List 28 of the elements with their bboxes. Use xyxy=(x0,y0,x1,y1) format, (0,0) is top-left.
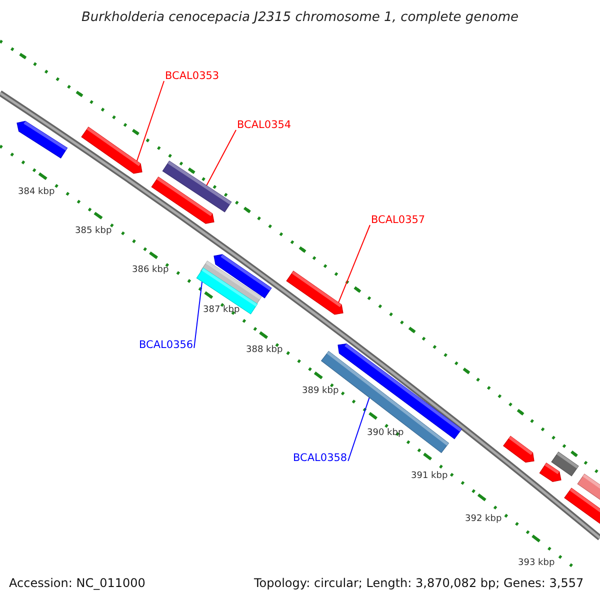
gene-label: BCAL0356 xyxy=(139,339,194,351)
scale-label: 392 kbp xyxy=(465,514,502,524)
footer-text: Accession: NC_011000 xyxy=(9,576,146,590)
scale-label: 390 kbp xyxy=(367,428,404,438)
leader-line xyxy=(348,397,370,462)
scale-label: 389 kbp xyxy=(302,386,339,396)
scale-label: 391 kbp xyxy=(411,471,448,481)
leader-line xyxy=(338,224,370,304)
scale-label: 385 kbp xyxy=(75,226,112,236)
gene-label: BCAL0354 xyxy=(237,119,292,131)
leader-line xyxy=(206,130,236,186)
gene-feature xyxy=(81,126,142,174)
gene-label: BCAL0353 xyxy=(165,70,220,82)
scale-label: 387 kbp xyxy=(203,305,240,315)
gene-feature xyxy=(162,160,232,212)
gene-feature xyxy=(320,350,450,454)
scale-label: 393 kbp xyxy=(518,558,555,568)
leader-line xyxy=(194,281,203,348)
gene-feature xyxy=(286,270,344,315)
scale-label: 388 kbp xyxy=(246,345,283,355)
leader-line xyxy=(136,80,164,162)
gene-feature xyxy=(196,268,258,314)
scale-label: 384 kbp xyxy=(18,187,55,197)
gene-label: BCAL0358 xyxy=(293,452,348,464)
scale-label: 386 kbp xyxy=(132,265,169,275)
footer-text: Topology: circular; Length: 3,870,082 bp; Genes: 3,557 xyxy=(254,576,584,590)
title: Burkholderia cenocepacia J2315 chromosome 1, complete genome xyxy=(80,10,520,25)
gene-label: BCAL0357 xyxy=(371,214,426,226)
